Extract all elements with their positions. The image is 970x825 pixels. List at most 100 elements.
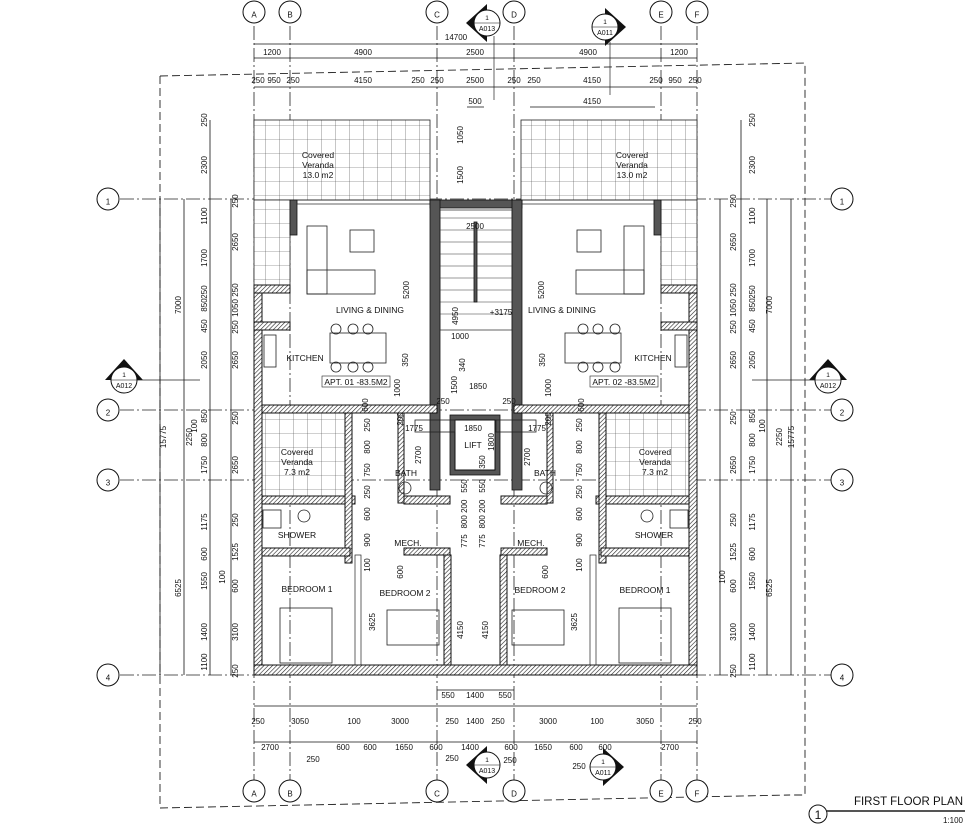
section-number: 1 — [826, 372, 830, 379]
dim-right-col1: 2300 — [748, 156, 757, 174]
room-veranda-low-left: Covered — [281, 447, 313, 457]
room-mech-left: MECH. — [394, 538, 421, 548]
dim-top-wall: 950 — [668, 76, 682, 85]
dim-left-col1: 100 — [190, 419, 199, 433]
dim-right-col1: 100 — [758, 419, 767, 433]
room-veranda-top-right: 13.0 m2 — [617, 170, 648, 180]
dim-bottom-opening: 600 — [504, 743, 518, 752]
dim-interior: 550 — [460, 479, 469, 493]
grid-label-E: E — [658, 790, 663, 799]
dim-left-col1: 850 — [200, 298, 209, 312]
dim-right-col1: 800 — [748, 433, 757, 447]
dim-left-total: 6525 — [174, 579, 183, 597]
bed-2-right — [511, 609, 565, 646]
grid-label-C: C — [434, 790, 440, 799]
dim-right-col1: 1100 — [748, 653, 757, 671]
dim-left-col1: 1100 — [200, 653, 209, 671]
chair-right — [592, 361, 604, 373]
shower-basin-left — [297, 509, 311, 523]
grid-bubble-E — [649, 779, 673, 803]
grid-label-F: F — [695, 790, 700, 799]
dim-interior: 5200 — [537, 281, 546, 299]
apt-label-box-right — [589, 375, 659, 388]
dim-right-col2: 250 — [729, 320, 738, 334]
dim-bottom-opening: 600 — [598, 743, 612, 752]
grid-label-3: 3 — [840, 479, 845, 488]
dim-interior: 2700 — [414, 446, 423, 464]
dim-right-col2: 250 — [729, 664, 738, 678]
grid-label-A: A — [251, 11, 257, 20]
room-veranda-top-right: Covered — [616, 150, 648, 160]
grid-label-E: E — [658, 11, 663, 20]
dim-right-col1: 2050 — [748, 351, 757, 369]
dim-left-col1: 850 — [200, 409, 209, 423]
sofa-back-left — [306, 225, 328, 295]
dim-right-col2: 600 — [729, 579, 738, 593]
dim-top-wall: 250 — [688, 76, 702, 85]
chair-right — [609, 323, 621, 335]
core-left-wall — [429, 199, 441, 491]
grid-label-2: 2 — [106, 409, 111, 418]
grid-label-B: B — [287, 790, 292, 799]
dim-left-col1: 450 — [200, 319, 209, 333]
veranda-side-tiles-right — [660, 199, 698, 286]
dining-table-left — [329, 332, 387, 364]
grid-bubble-C — [425, 0, 449, 24]
dim-bottom-extra: 250 — [445, 754, 459, 763]
dim-bottom-opening: 2700 — [261, 743, 279, 752]
chair-left — [347, 323, 359, 335]
dim-interior: 1000 — [393, 379, 402, 397]
dim-bottom-axis: 3000 — [391, 717, 409, 726]
section-number: 1 — [603, 19, 607, 26]
dim-interior: 250 — [436, 397, 450, 406]
dim-bottom-opening: 1400 — [461, 743, 479, 752]
dim-bottom-axis: 100 — [347, 717, 361, 726]
dim-interior: 600 — [363, 507, 372, 521]
room-mech-right: MECH. — [517, 538, 544, 548]
bed-2-left — [386, 609, 440, 646]
chair-left — [330, 361, 342, 373]
dim-right-total: 2250 — [775, 428, 784, 446]
dim-right-total: 7000 — [765, 296, 774, 314]
grid-bubble-B — [278, 0, 302, 24]
core-top-wall — [429, 199, 523, 209]
bathtub-right — [495, 419, 537, 433]
dim-right-col1: 1400 — [748, 623, 757, 641]
dim-top-inner: 500 — [468, 97, 482, 106]
dim-bottom-core: 1400 — [466, 691, 484, 700]
dim-left-col1: 800 — [200, 433, 209, 447]
grid-label-3: 3 — [106, 479, 111, 488]
grid-bubble-4 — [830, 663, 854, 687]
dim-interior: 750 — [575, 463, 584, 477]
bath-basin-right — [539, 481, 553, 495]
grid-label-F: F — [695, 11, 700, 20]
chair-right — [592, 323, 604, 335]
dim-bottom-opening: 2700 — [661, 743, 679, 752]
grid-bubble-C — [425, 779, 449, 803]
south-wall — [253, 664, 698, 676]
apt-label-left: APT. 01 -83.5M2 — [324, 377, 388, 387]
grid-label-C: C — [434, 11, 440, 20]
dim-left-col1: 2050 — [200, 351, 209, 369]
veranda-top-tiles-left — [253, 119, 431, 201]
mech-bottom-wall-right — [500, 547, 548, 556]
dim-interior: 1500 — [456, 166, 465, 184]
dim-right-overall: 15775 — [787, 425, 796, 448]
dim-right-col1: 250 — [748, 285, 757, 299]
shower-bottom-wall-right — [600, 547, 690, 557]
chair-left — [362, 361, 374, 373]
dim-right-col2: 250 — [729, 513, 738, 527]
dimension-lines — [159, 43, 792, 743]
dim-interior: 1850 — [464, 424, 482, 433]
bath-wall-left — [397, 412, 405, 504]
veranda-low-tiles-left — [261, 412, 346, 497]
dim-left-col1: 1100 — [200, 207, 209, 225]
dim-left-col2: 250 — [231, 194, 240, 208]
dim-top-axis: 1200 — [670, 48, 688, 57]
dim-left-col2: 250 — [231, 513, 240, 527]
bedroom2-side-wall-left — [443, 554, 452, 666]
bedroom-partition-right — [589, 554, 597, 666]
title-number: 1 — [815, 808, 822, 822]
dim-bottom-extra: 250 — [503, 756, 517, 765]
dim-interior: 600 — [361, 398, 370, 412]
